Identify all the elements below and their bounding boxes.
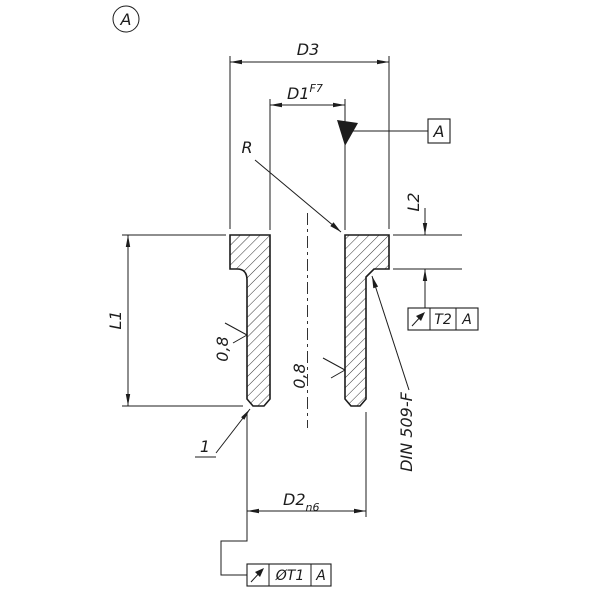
roughness-bore-value: 0,8: [290, 363, 309, 388]
dim-d1-value: D1: [287, 84, 310, 103]
fcf-od-leader: [220, 517, 248, 576]
dim-d2-fit: n6: [306, 501, 320, 514]
arrowhead: [372, 276, 379, 289]
datum-feature: A: [337, 118, 451, 146]
radius-label: R: [241, 138, 252, 157]
runout-symbol-icon: [411, 312, 425, 327]
fcf-face: T2 A: [407, 307, 479, 331]
radius-callout: R: [241, 138, 342, 233]
undercut-callout: DIN 509-F: [371, 275, 416, 472]
dim-d2-label: D2n6: [283, 490, 319, 514]
arrowhead: [125, 235, 131, 247]
fcf-face-datum: A: [461, 312, 472, 328]
roughness-bore: 0,8: [290, 357, 346, 389]
roughness-outer-value: 0,8: [213, 336, 232, 361]
runout-symbol-icon: [250, 568, 264, 583]
arrowhead: [377, 59, 389, 65]
arrowhead: [333, 102, 345, 108]
dim-l1-label: L1: [106, 310, 125, 329]
datum-triangle-icon: [337, 120, 358, 146]
view-label-text: A: [120, 10, 132, 29]
dimension-d1: D1F7: [269, 82, 346, 230]
arrowhead: [247, 508, 259, 514]
roughness-symbol-icon: [224, 322, 248, 344]
fcf-face-tolerance: T2: [434, 312, 452, 328]
chamfer-callout: 1: [195, 408, 251, 458]
fcf-od-datum: A: [315, 568, 326, 584]
dim-d2-value: D2: [283, 490, 306, 509]
dim-d1-label: D1F7: [287, 82, 323, 103]
datum-label: A: [433, 122, 445, 141]
chamfer-label: 1: [200, 437, 210, 456]
roughness-outer: 0,8: [213, 322, 248, 362]
fcf-od-box: [246, 563, 332, 587]
arrowhead: [422, 269, 428, 281]
dim-d1-fit: F7: [310, 82, 323, 95]
arrowhead: [241, 409, 250, 420]
datum-box: [427, 118, 451, 144]
part-section: [229, 213, 390, 428]
dim-d3-label: D3: [297, 40, 320, 59]
dimension-d2: D2n6: [246, 412, 367, 517]
arrowhead: [330, 222, 341, 232]
fcf-face-box: [407, 307, 479, 331]
dimension-l2: L2: [393, 192, 462, 308]
roughness-symbol-icon: [322, 357, 346, 379]
view-label-circle: [112, 5, 140, 33]
arrowhead: [125, 394, 131, 406]
dim-l2-label: L2: [404, 192, 423, 211]
arrowhead: [270, 102, 282, 108]
dimension-l1: L1: [106, 234, 243, 407]
view-label: A: [112, 5, 140, 33]
fcf-od: ØT1 A: [220, 517, 332, 587]
undercut-label: DIN 509-F: [397, 391, 416, 471]
fcf-od-tolerance: ØT1: [275, 568, 304, 584]
arrowhead: [422, 223, 428, 235]
part-right-wall: [344, 234, 390, 407]
arrowhead: [354, 508, 366, 514]
part-left-wall: [229, 234, 271, 407]
dimension-d3: D3: [229, 40, 390, 229]
arrowhead: [230, 59, 242, 65]
